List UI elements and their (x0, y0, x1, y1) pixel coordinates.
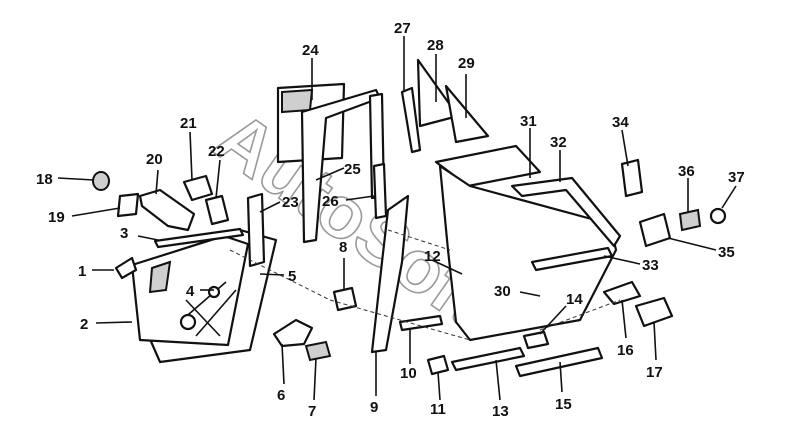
label-31: 31 (520, 113, 537, 130)
part-cap-7 (304, 340, 332, 362)
part-glass-run-channel (153, 227, 245, 249)
label-33: 33 (642, 257, 659, 274)
part-bracket-14 (522, 330, 550, 350)
label-36: 36 (678, 163, 695, 180)
label-15: 15 (555, 396, 572, 413)
assembly-lines (229, 229, 621, 341)
part-molding-15 (514, 346, 604, 378)
part-clip-8 (332, 286, 358, 312)
part-frame-32 (510, 176, 622, 248)
label-17: 17 (646, 364, 663, 381)
label-21: 21 (180, 115, 197, 132)
part-hinge-17 (634, 296, 674, 328)
label-24: 24 (302, 42, 319, 59)
label-30: 30 (494, 283, 511, 300)
part-weatherstrip-33 (530, 246, 614, 272)
label-5: 5 (288, 268, 296, 285)
label-9: 9 (370, 399, 378, 416)
part-lock-35 (638, 212, 672, 248)
callouts: 1 2 3 4 5 6 7 8 9 10 11 12 13 14 15 16 1 (36, 20, 745, 420)
part-rear-door-12 (438, 164, 618, 342)
label-1: 1 (78, 263, 86, 280)
label-19: 19 (48, 209, 65, 226)
label-13: 13 (492, 403, 509, 420)
label-29: 29 (458, 55, 475, 72)
part-glass-27 (400, 86, 422, 154)
part-channel-26 (372, 162, 388, 220)
part-handle-16 (602, 280, 642, 306)
label-7: 7 (308, 403, 316, 420)
part-bracket-20 (138, 188, 196, 232)
part-clip-11 (426, 354, 450, 376)
part-run-channel-9 (370, 194, 410, 354)
label-28: 28 (427, 37, 444, 54)
label-20: 20 (146, 151, 163, 168)
label-34: 34 (612, 114, 629, 131)
label-26: 26 (322, 193, 339, 210)
label-37: 37 (728, 169, 745, 186)
part-door-panel-front (130, 234, 250, 347)
label-25: 25 (344, 161, 361, 178)
part-bracket-21 (182, 174, 214, 202)
label-32: 32 (550, 134, 567, 151)
part-quarter-frame-29 (444, 84, 490, 144)
label-35: 35 (718, 244, 735, 261)
label-22: 22 (208, 143, 225, 160)
part-bracket-22 (204, 194, 230, 226)
label-27: 27 (394, 20, 411, 37)
part-cap-36 (678, 208, 702, 232)
label-10: 10 (400, 365, 417, 382)
label-4: 4 (186, 283, 195, 300)
label-18: 18 (36, 171, 53, 188)
label-16: 16 (617, 342, 634, 359)
label-8: 8 (339, 239, 347, 256)
part-guide-post-23 (246, 192, 266, 268)
label-14: 14 (566, 291, 583, 308)
part-bushing-19 (116, 192, 140, 218)
part-plug-37 (709, 207, 727, 225)
part-seal-10 (398, 314, 444, 332)
label-3: 3 (120, 225, 128, 242)
label-23: 23 (282, 194, 299, 211)
part-roller-1 (114, 256, 138, 280)
label-2: 2 (80, 316, 88, 333)
part-molding-13 (450, 346, 526, 372)
part-handle-6 (272, 318, 314, 348)
label-6: 6 (277, 387, 285, 404)
label-12: 12 (424, 248, 441, 265)
part-lock-34 (620, 158, 644, 198)
part-clip-18 (92, 171, 110, 191)
part-quarter-glass-28 (416, 58, 460, 128)
label-11: 11 (430, 401, 446, 418)
